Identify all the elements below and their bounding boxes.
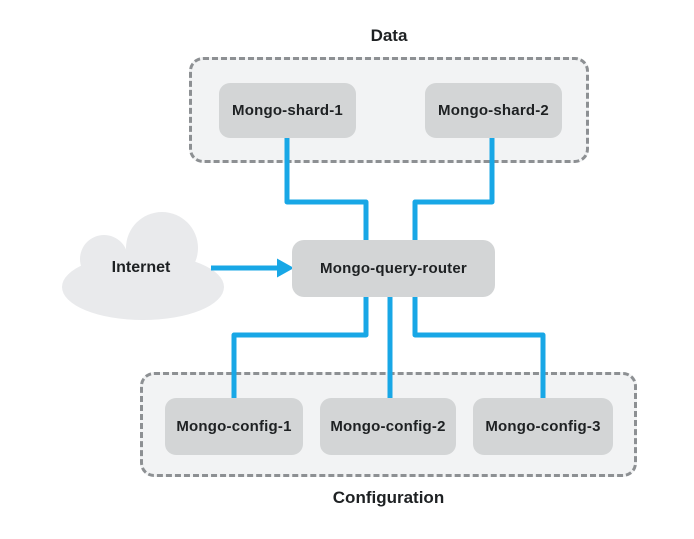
data-group-label: Data [370,26,408,45]
node-label: Mongo-config-3 [485,418,601,435]
node-label: Mongo-shard-1 [232,102,343,119]
node-label: Mongo-config-2 [330,418,446,435]
node-label: Mongo-config-1 [176,418,292,435]
connector-router-config1 [231,297,369,398]
node-mongo-config-2: Mongo-config-2 [320,398,456,455]
connector-shard2-router [412,138,495,240]
arrow-icon [211,258,294,278]
node-mongo-config-1: Mongo-config-1 [165,398,303,455]
node-mongo-shard-1: Mongo-shard-1 [219,83,356,138]
connector-router-config3 [412,297,546,398]
configuration-group-label: Configuration [332,488,445,507]
node-mongo-config-3: Mongo-config-3 [473,398,613,455]
node-label: Mongo-shard-2 [438,102,549,119]
node-label: Mongo-query-router [320,260,467,277]
cloud-icon [62,212,224,320]
node-mongo-query-router: Mongo-query-router [292,240,495,297]
connector-shard1-router [284,138,369,240]
node-mongo-shard-2: Mongo-shard-2 [425,83,562,138]
internet-label: Internet [111,259,171,276]
